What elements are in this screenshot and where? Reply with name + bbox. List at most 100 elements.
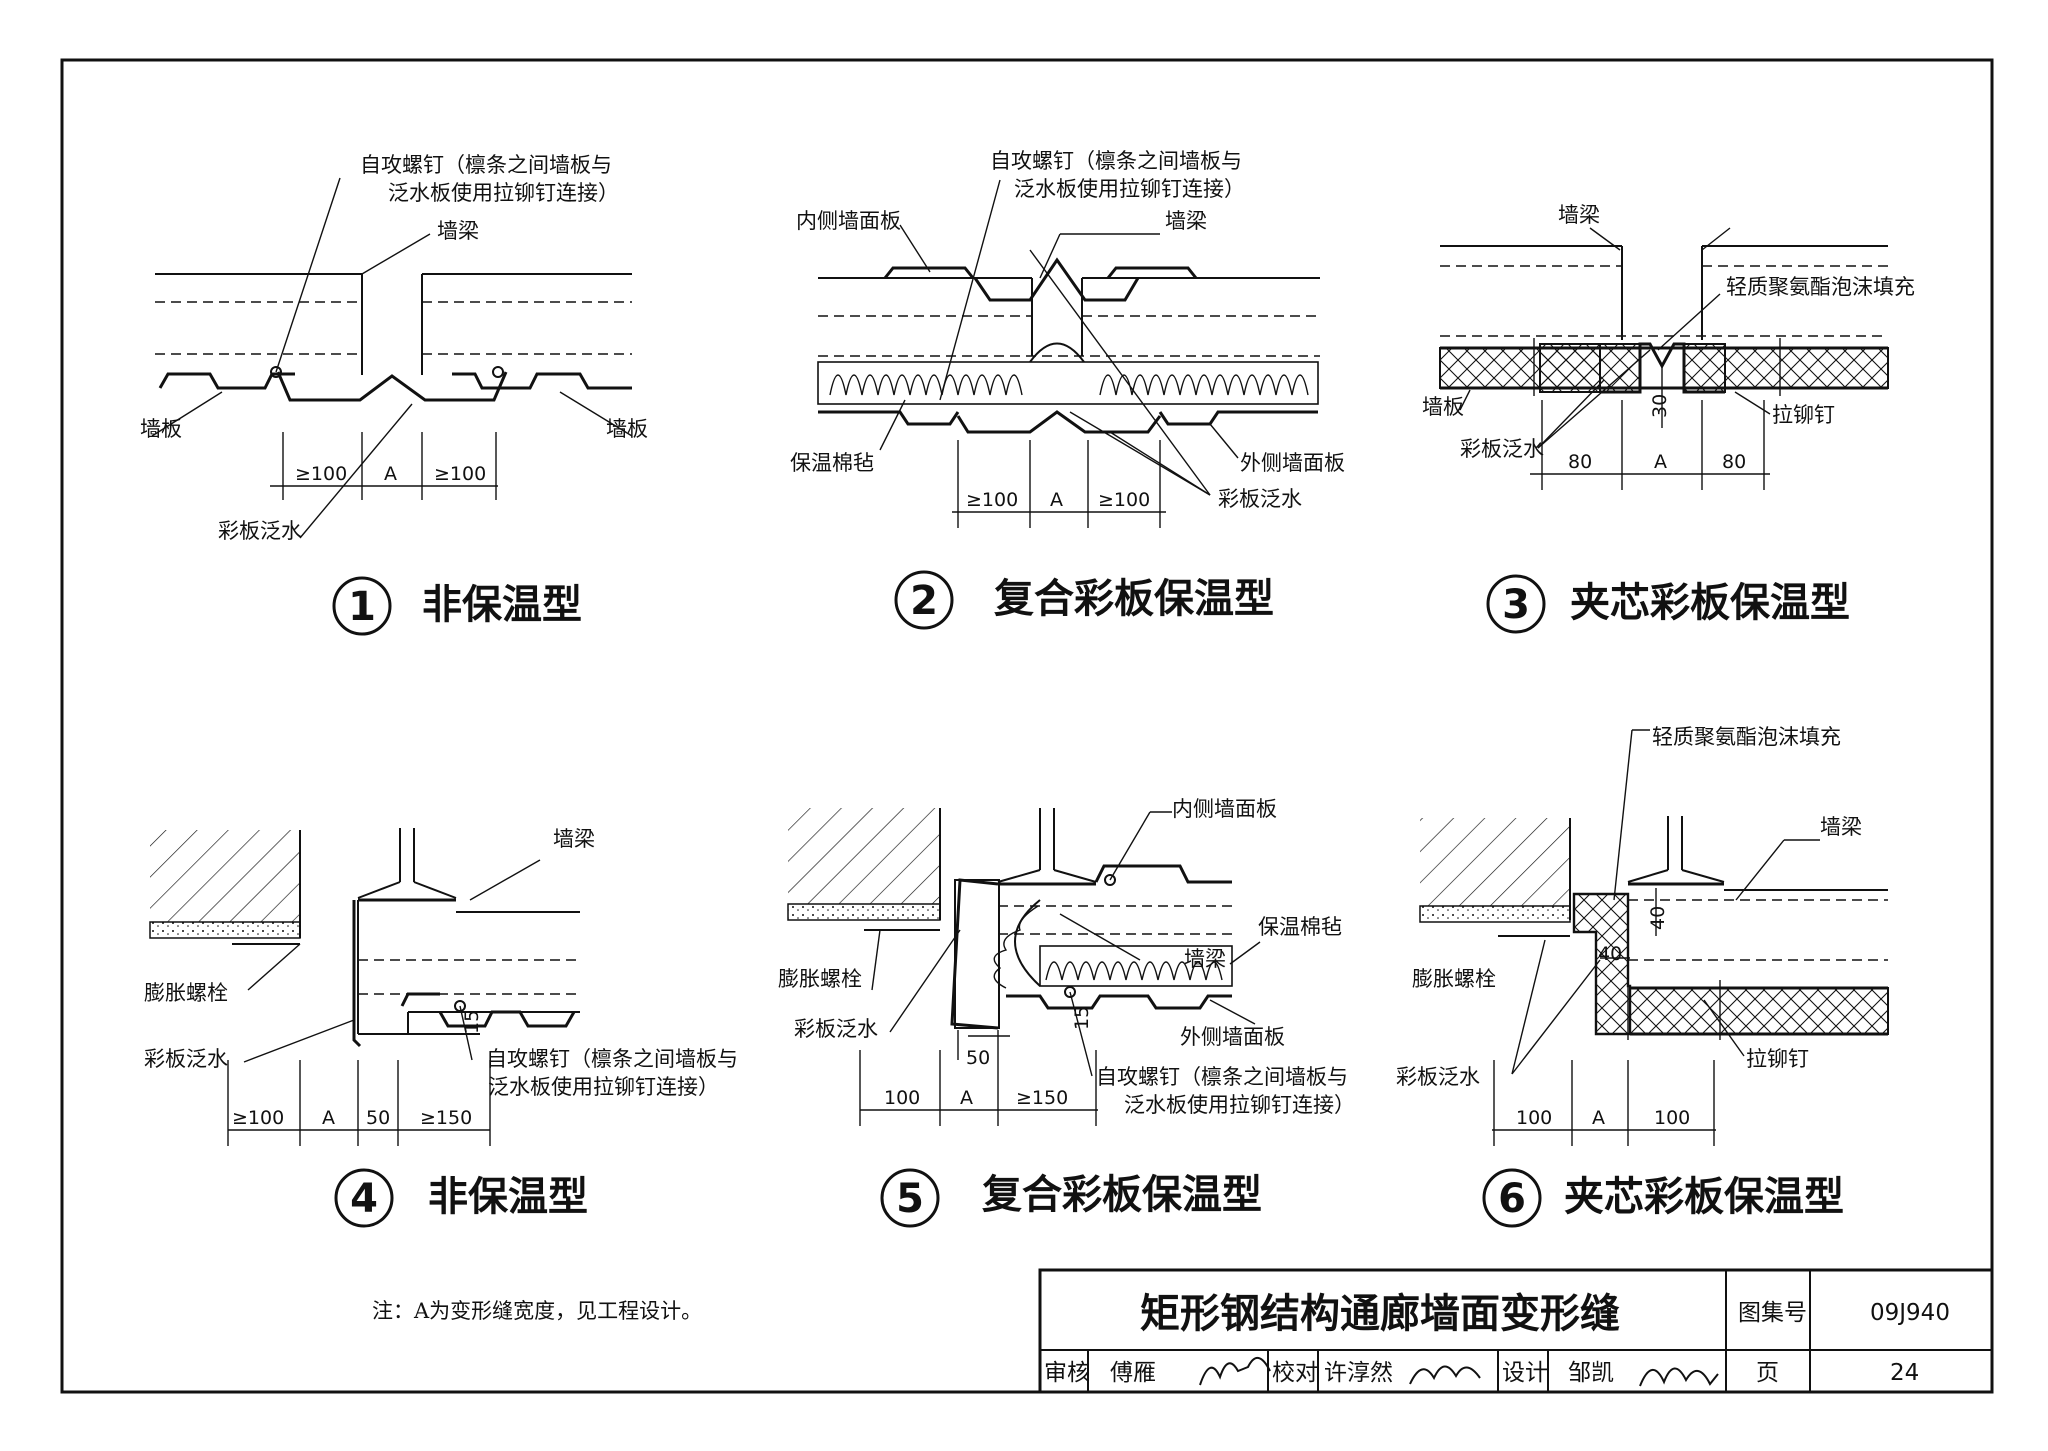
sheet-border — [60, 58, 1994, 1394]
d3-flashing-label: 彩板泛水 — [1460, 437, 1544, 461]
note-text: 注：A为变形缝宽度，见工程设计。 — [372, 1299, 702, 1323]
d4-dim-3: 50 — [366, 1107, 390, 1129]
d3-foam-label: 轻质聚氨酯泡沫填充 — [1726, 275, 1915, 299]
d4-caption: 非保温型 — [428, 1174, 588, 1220]
d3-caption: 夹芯彩板保温型 — [1570, 580, 1850, 626]
d6-foam-label: 轻质聚氨酯泡沫填充 — [1652, 725, 1841, 749]
d5-outer-panel-label: 外侧墙面板 — [1180, 1025, 1285, 1049]
reviewer-name: 傅雁 — [1110, 1360, 1156, 1386]
d5-dim-3: ≥150 — [1016, 1087, 1068, 1109]
d2-dim-1: ≥100 — [966, 489, 1018, 511]
d2-flashing-label: 彩板泛水 — [1218, 487, 1302, 511]
d6-rivet-label: 拉铆钉 — [1746, 1047, 1809, 1071]
d4-number-circle — [334, 1168, 394, 1228]
d2-screw-label-2: 泛水板使用拉铆钉连接） — [1014, 177, 1245, 201]
d3-dim-3: 80 — [1722, 451, 1746, 473]
d3-panel-label: 墙板 — [1422, 395, 1464, 419]
d1-number: 1 — [348, 584, 376, 630]
d5-gap-dim: 50 — [966, 1047, 990, 1069]
d6-caption: 夹芯彩板保温型 — [1564, 1174, 1844, 1220]
detail-5 — [787, 808, 1261, 1126]
d5-screw-label-2: 泛水板使用拉铆钉连接） — [1124, 1093, 1355, 1117]
atlas-number: 09J940 — [1870, 1300, 1950, 1326]
d6-dim-1: 100 — [1516, 1107, 1552, 1129]
d1-panel-left-label: 墙板 — [140, 417, 182, 441]
d4-flashing-label: 彩板泛水 — [144, 1047, 228, 1071]
atlas-label: 图集号 — [1738, 1300, 1807, 1326]
d4-number: 4 — [350, 1176, 378, 1222]
d3-number: 3 — [1502, 582, 1530, 628]
d5-flashing-label: 彩板泛水 — [794, 1017, 878, 1041]
d5-insulation-label: 保温棉毡 — [1258, 915, 1342, 939]
d1-screw-label-1: 自攻螺钉（檩条之间墙板与 — [360, 153, 612, 177]
check-label: 校对 — [1272, 1360, 1318, 1386]
d5-inner-panel-label: 内侧墙面板 — [1172, 797, 1277, 821]
d6-flashing-label: 彩板泛水 — [1396, 1065, 1480, 1089]
design-label: 设计 — [1502, 1360, 1548, 1386]
d2-insulation-label: 保温棉毡 — [790, 451, 874, 475]
d5-screw-label-1: 自攻螺钉（檩条之间墙板与 — [1096, 1065, 1348, 1089]
d1-dim-3: ≥100 — [434, 463, 486, 485]
d6-number-circle — [1482, 1168, 1542, 1228]
d5-small-dim: 15 — [1071, 1006, 1093, 1030]
page-number: 24 — [1890, 1360, 1919, 1386]
d5-bolt-label: 膨胀螺栓 — [778, 967, 862, 991]
d6-dim-40a: 40 — [1647, 906, 1669, 930]
d3-rivet-label: 拉铆钉 — [1772, 403, 1835, 427]
d6-dim-2: A — [1592, 1107, 1605, 1129]
d2-dim-2: A — [1050, 489, 1063, 511]
d2-inner-panel-label: 内侧墙面板 — [796, 209, 901, 233]
d1-dim-2: A — [384, 463, 397, 485]
d2-outer-panel-label: 外侧墙面板 — [1240, 451, 1345, 475]
d4-beam-label: 墙梁 — [553, 827, 595, 851]
d5-beam-label: 墙梁 — [1184, 947, 1226, 971]
d6-number: 6 — [1498, 1176, 1526, 1222]
detail-3 — [1439, 227, 1889, 490]
d4-screw-label-2: 泛水板使用拉铆钉连接） — [488, 1075, 719, 1099]
d5-caption: 复合彩板保温型 — [982, 1172, 1262, 1218]
d1-flashing-label: 彩板泛水 — [218, 519, 302, 543]
title-block — [1038, 1268, 1994, 1394]
d2-caption: 复合彩板保温型 — [994, 576, 1274, 622]
d1-caption: 非保温型 — [422, 582, 582, 628]
checker-name: 许淳然 — [1324, 1360, 1393, 1386]
detail-6 — [1419, 729, 1889, 1146]
d4-small-dim: 15 — [461, 1010, 483, 1034]
review-label: 审核 — [1044, 1360, 1090, 1386]
d3-dim-1: 80 — [1568, 451, 1592, 473]
d3-beam-label: 墙梁 — [1558, 203, 1600, 227]
d3-dim-2: A — [1654, 451, 1667, 473]
d5-number: 5 — [896, 1176, 924, 1222]
drawing-title: 矩形钢结构通廊墙面变形缝 — [1140, 1291, 1620, 1337]
d6-dim-3: 100 — [1654, 1107, 1690, 1129]
detail-1 — [151, 177, 633, 539]
d5-number-circle — [880, 1168, 940, 1228]
d2-screw-label-1: 自攻螺钉（檩条之间墙板与 — [990, 149, 1242, 173]
d1-dim-1: ≥100 — [295, 463, 347, 485]
d1-number-circle — [332, 576, 392, 636]
detail-2 — [817, 179, 1320, 528]
d4-bolt-label: 膨胀螺栓 — [144, 981, 228, 1005]
d3-gap-label: 30 — [1649, 394, 1671, 418]
d6-beam-label: 墙梁 — [1820, 815, 1862, 839]
detail-4 — [149, 828, 580, 1146]
d2-number-circle — [894, 570, 954, 630]
d3-number-circle — [1486, 574, 1546, 634]
d2-beam-label: 墙梁 — [1165, 209, 1207, 233]
d4-dim-4: ≥150 — [420, 1107, 472, 1129]
d2-number: 2 — [910, 578, 938, 624]
designer-name: 邹凯 — [1568, 1360, 1614, 1386]
d1-screw-label-2: 泛水板使用拉铆钉连接） — [388, 181, 619, 205]
d2-dim-3: ≥100 — [1098, 489, 1150, 511]
d4-screw-label-1: 自攻螺钉（檩条之间墙板与 — [486, 1047, 738, 1071]
page-label: 页 — [1756, 1360, 1779, 1386]
d5-dim-2: A — [960, 1087, 973, 1109]
d5-dim-1: 100 — [884, 1087, 920, 1109]
d6-bolt-label: 膨胀螺栓 — [1412, 967, 1496, 991]
d6-dim-40b: 40 — [1598, 943, 1622, 965]
d4-dim-2: A — [322, 1107, 335, 1129]
d1-beam-label: 墙梁 — [437, 219, 479, 243]
d1-panel-right-label: 墙板 — [606, 417, 648, 441]
d4-dim-1: ≥100 — [232, 1107, 284, 1129]
